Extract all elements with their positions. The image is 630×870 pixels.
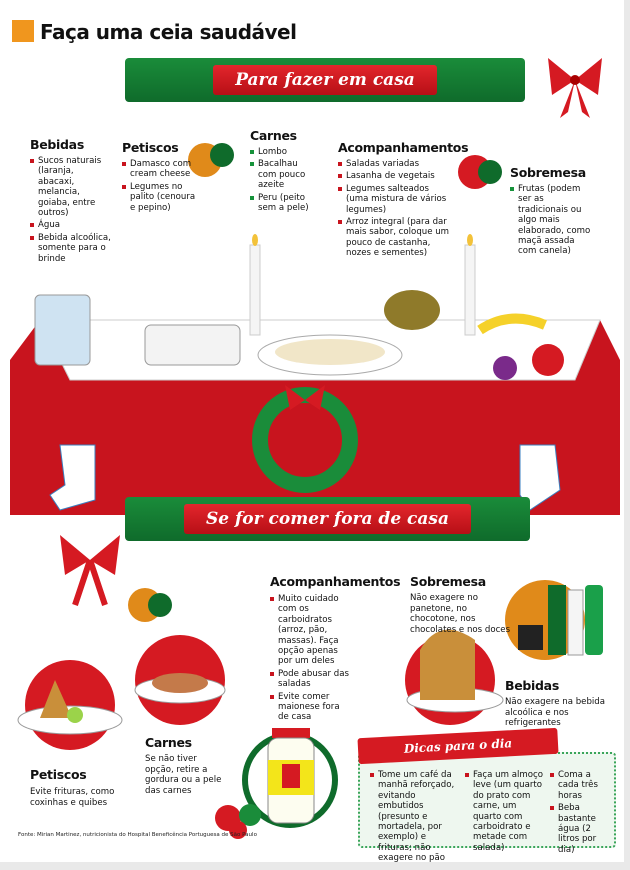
list-item: Bebida alcoólica, somente para o brinde <box>30 233 112 264</box>
list-item: Damasco com cream cheese <box>122 159 202 180</box>
section-text: Se não tiver opção, retire a gordura ou … <box>145 754 222 796</box>
list-item: Muito cuidado com os carboidratos (arroz… <box>270 594 350 667</box>
dicas-box: Tome um café da manhã reforçado, evitand… <box>358 752 616 863</box>
banner-home: Para fazer em casa <box>125 58 525 102</box>
pitcher-icon <box>34 294 91 366</box>
stocking-icon <box>49 444 96 511</box>
bow-icon <box>548 58 602 118</box>
section-text: Não exagere na bebida alcoólica e nos re… <box>505 697 606 729</box>
section-title: Acompanhamentos <box>270 574 401 589</box>
section-title: Bebidas <box>30 137 84 152</box>
away-petiscos: Petiscos Evite frituras, como coxinhas e… <box>30 767 115 808</box>
list-item: Sucos naturais (laranja, abacaxi, melanc… <box>30 156 112 218</box>
section-text: Evite frituras, como coxinhas e quibes <box>30 787 115 808</box>
section-title: Petiscos <box>30 767 87 782</box>
section-title: Sobremesa <box>410 574 486 589</box>
list-item: Lombo <box>250 147 318 157</box>
bow-icon <box>60 535 120 606</box>
home-sobremesa: Sobremesa Frutas (podem ser as tradicion… <box>510 165 592 259</box>
list-item: Tome um café da manhã reforçado, evitand… <box>370 770 455 864</box>
away-bebidas: Bebidas Não exagere na bebida alcoólica … <box>505 678 617 729</box>
section-title: Sobremesa <box>510 165 586 180</box>
away-sobremesa: Sobremesa Não exagere no panetone, no ch… <box>410 574 515 635</box>
list-item: Frutas (podem ser as tradicionais ou alg… <box>510 184 592 257</box>
ornament-icon <box>188 143 234 177</box>
section-title: Carnes <box>145 735 192 750</box>
candle-icon <box>249 234 261 336</box>
fruit-bowl-icon <box>477 313 564 380</box>
mayonnaise-jar-icon <box>242 728 338 828</box>
list-item: Arroz integral (para dar mais sabor, col… <box>338 217 450 259</box>
ornament-icon <box>458 155 502 189</box>
section-title: Acompanhamentos <box>338 140 469 155</box>
list-item: Água <box>30 220 112 230</box>
rice-plate-icon <box>257 334 403 376</box>
salad-dish-icon <box>144 324 241 366</box>
source-note: Fonte: Mirian Martinez, nutricionista do… <box>18 832 257 838</box>
holly-icon <box>215 804 261 839</box>
banner-away-label: Se for comer fora de casa <box>183 504 472 534</box>
candle-icon <box>464 234 476 336</box>
list-item: Peru (peito sem a pele) <box>250 193 318 214</box>
section-title: Petiscos <box>122 140 179 155</box>
wreath-icon <box>252 385 358 493</box>
list-item: Pode abusar das saladas <box>270 669 350 690</box>
list-item: Evite comer maionese fora de casa <box>270 692 350 723</box>
list-item: Coma a cada três horas <box>550 770 612 801</box>
list-item: Lasanha de vegetais <box>338 171 450 181</box>
ornament-icon <box>128 588 172 622</box>
meat-plate-icon <box>134 635 226 725</box>
page-title: Faça uma ceia saudável <box>40 20 297 44</box>
drinks-icon <box>505 580 603 660</box>
section-title: Bebidas <box>505 678 559 693</box>
panettone-icon <box>405 629 504 725</box>
section-title: Carnes <box>250 128 297 143</box>
section-text: Não exagere no panetone, no chocotone, n… <box>410 593 511 635</box>
list-item: Legumes salteados (uma mistura de vários… <box>338 184 450 215</box>
nuts-bowl-icon <box>384 290 440 330</box>
list-item: Faça um almoço leve (um quarto do prato … <box>465 770 543 853</box>
list-item: Beba bastante água (2 litros por dia) <box>550 803 612 855</box>
list-item: Saladas variadas <box>338 159 450 169</box>
home-bebidas: Bebidas Sucos naturais (laranja, abacaxi… <box>30 137 112 266</box>
banner-home-label: Para fazer em casa <box>213 65 437 95</box>
away-acompanhamentos: Acompanhamentos Muito cuidado com os car… <box>270 574 401 725</box>
coxinha-plate-icon <box>17 660 123 750</box>
title-marker <box>12 20 34 42</box>
away-carnes: Carnes Se não tiver opção, retire a gord… <box>145 735 225 796</box>
banner-away: Se for comer fora de casa <box>125 497 530 541</box>
list-item: Legumes no palito (cenoura e pepino) <box>122 182 202 213</box>
list-item: Bacalhau com pouco azeite <box>250 159 318 190</box>
stocking-icon <box>519 444 561 511</box>
